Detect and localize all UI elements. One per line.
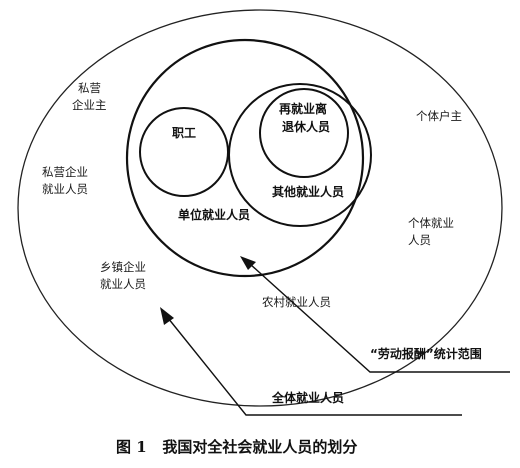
label-private-emp-1: 私营企业 (42, 165, 88, 179)
other-employed-circle (228, 83, 372, 227)
label-township-1: 乡镇企业 (100, 260, 146, 274)
label-township-2: 就业人员 (100, 277, 146, 291)
all-employed-arrow (160, 307, 462, 416)
label-private-owner-1: 私营 (78, 81, 101, 95)
all-employed-ellipse (17, 9, 503, 407)
labor-remuneration-circle (125, 38, 365, 278)
label-unit-employed: 单位就业人员 (178, 207, 250, 222)
label-self-emp-1: 个体就业 (408, 216, 454, 230)
label-reemployed-2: 退休人员 (282, 119, 330, 134)
labor-scope-arrow (240, 256, 510, 373)
label-self-emp-2: 人员 (408, 233, 431, 247)
label-labor-scope: “劳动报酬”统计范围 (370, 346, 482, 361)
staff-circle (139, 107, 229, 197)
label-reemployed-1: 再就业离 (279, 101, 327, 116)
figure-caption: 图 1 我国对全社会就业人员的划分 (116, 438, 357, 456)
label-private-owner-2: 企业主 (72, 98, 107, 112)
label-private-emp-2: 就业人员 (42, 182, 88, 196)
label-other-employed: 其他就业人员 (272, 184, 344, 199)
label-self-owner: 个体户主 (416, 109, 462, 123)
label-rural: 农村就业人员 (262, 295, 331, 309)
reemployed-retirees-circle (259, 88, 349, 178)
label-staff: 职工 (172, 126, 196, 140)
label-all-employed: 全体就业人员 (271, 390, 344, 405)
